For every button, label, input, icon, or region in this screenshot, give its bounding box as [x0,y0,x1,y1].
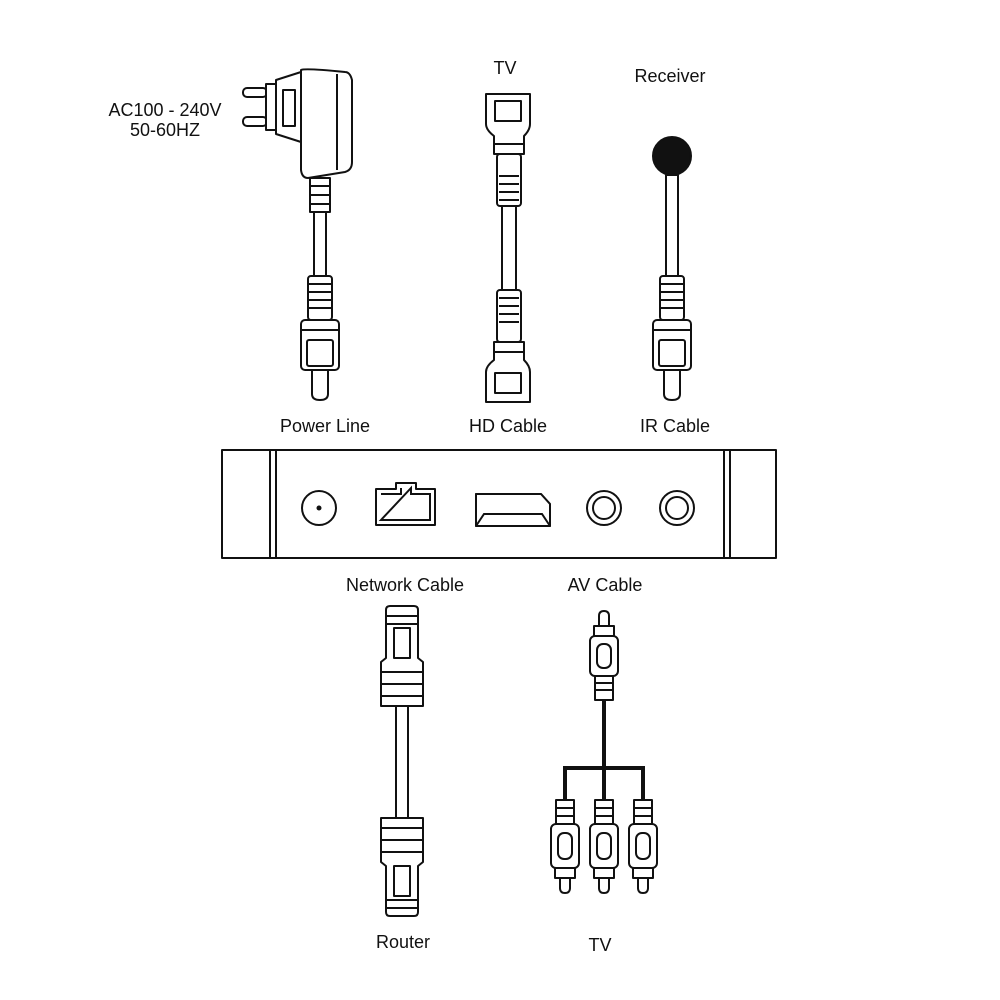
plug-prongs-icon [242,83,277,131]
ir-cable-label: IR Cable [639,416,711,436]
av-cable-label: AV Cable [567,575,643,595]
rj45-plug-top-icon [380,605,424,707]
hd-plug-bottom-icon [485,289,531,403]
router-label: Router [375,932,431,952]
network-cable-cord [395,705,409,819]
rj45-plug-bottom-icon [380,817,424,917]
ir-top-label: Receiver [634,66,706,86]
adapter-body [300,68,353,179]
rj45-lan-port-icon [375,482,436,526]
power-cord [313,211,327,277]
dc-plug-icon [300,275,340,401]
power-line-label: Power Line [279,416,371,436]
hd-cable-label: HD Cable [468,416,548,436]
av-port-icon [659,490,695,526]
av-plug-triple-icon [550,799,658,894]
hd-plug-top-icon [485,93,531,207]
network-cable-label: Network Cable [345,575,465,595]
av-plug-single-icon [589,610,619,701]
power-voltage-label: AC100 - 240V 50-60HZ [90,100,240,140]
network-cable [380,605,424,917]
ir-cable-cord [665,174,679,277]
ir-receiver-eye-icon [652,136,692,176]
hd-cable-cord [501,205,517,291]
hd-top-label: TV [493,58,517,78]
power-voltage-line2: 50-60HZ [129,120,201,140]
dc-power-port-icon [301,490,337,526]
av-bottom-label: TV [588,935,612,955]
ir-cable [652,136,692,401]
av-cable-splitter [563,700,645,800]
ir-plug-icon [652,275,692,401]
hd-cable [485,93,531,403]
hdmi-port-icon [475,493,551,527]
ir-port-icon [586,490,622,526]
power-voltage-line1: AC100 - 240V [108,100,222,120]
av-cable [550,610,658,894]
power-adapter [242,68,353,401]
device-rear-panel [221,449,777,559]
